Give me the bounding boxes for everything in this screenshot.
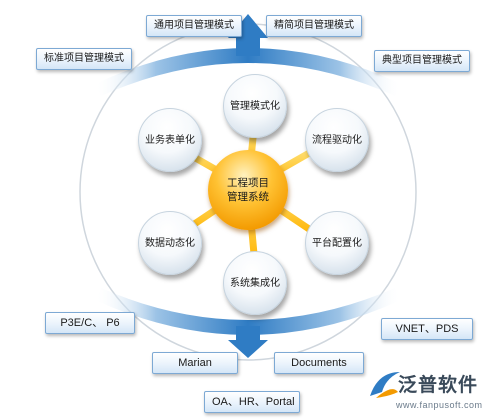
node-business-form: 业务表单化: [138, 108, 202, 172]
tag-marian: Marian: [152, 352, 238, 374]
tag-p3e: P3E/C、 P6: [45, 312, 135, 334]
node-data-dynamic: 数据动态化: [138, 211, 202, 275]
tag-typical-mode: 典型项目管理模式: [374, 50, 470, 72]
node-system-integration: 系统集成化: [223, 251, 287, 315]
center-title-line2: 管理系统: [227, 191, 269, 203]
logo-swoosh-accent: [376, 389, 398, 398]
node-management-mode: 管理模式化: [223, 74, 287, 138]
bottom-arrow: [228, 326, 268, 358]
bottom-arc: [95, 288, 401, 335]
tag-oa-hr-portal: OA、HR、Portal: [204, 391, 300, 413]
tag-documents: Documents: [274, 352, 364, 374]
top-arrow: [228, 14, 268, 56]
node-process-driven-label: 流程驱动化: [312, 134, 362, 146]
logo-url: www.fanpusoft.com: [396, 400, 483, 410]
logo-swoosh: [370, 372, 400, 396]
center-title-line1: 工程项目: [227, 177, 269, 189]
node-platform-config-label: 平台配置化: [312, 237, 362, 249]
node-platform-config: 平台配置化: [305, 211, 369, 275]
node-business-form-label: 业务表单化: [145, 134, 195, 146]
tag-standard-mode: 标准项目管理模式: [36, 48, 132, 70]
node-management-mode-label: 管理模式化: [230, 100, 280, 112]
node-data-dynamic-label: 数据动态化: [145, 237, 195, 249]
logo-name: 泛普软件: [398, 374, 479, 396]
tag-lean-mode: 精简项目管理模式: [266, 15, 362, 37]
node-system-integration-label: 系统集成化: [230, 277, 280, 289]
tag-vnet: VNET、PDS: [381, 318, 473, 340]
tag-general-mode: 通用项目管理模式: [146, 15, 242, 37]
top-arc: [95, 48, 401, 96]
node-process-driven: 流程驱动化: [305, 108, 369, 172]
center-node: 工程项目 管理系统: [208, 150, 288, 230]
brand-logo: 泛普软件 www.fanpusoft.com: [366, 368, 496, 419]
